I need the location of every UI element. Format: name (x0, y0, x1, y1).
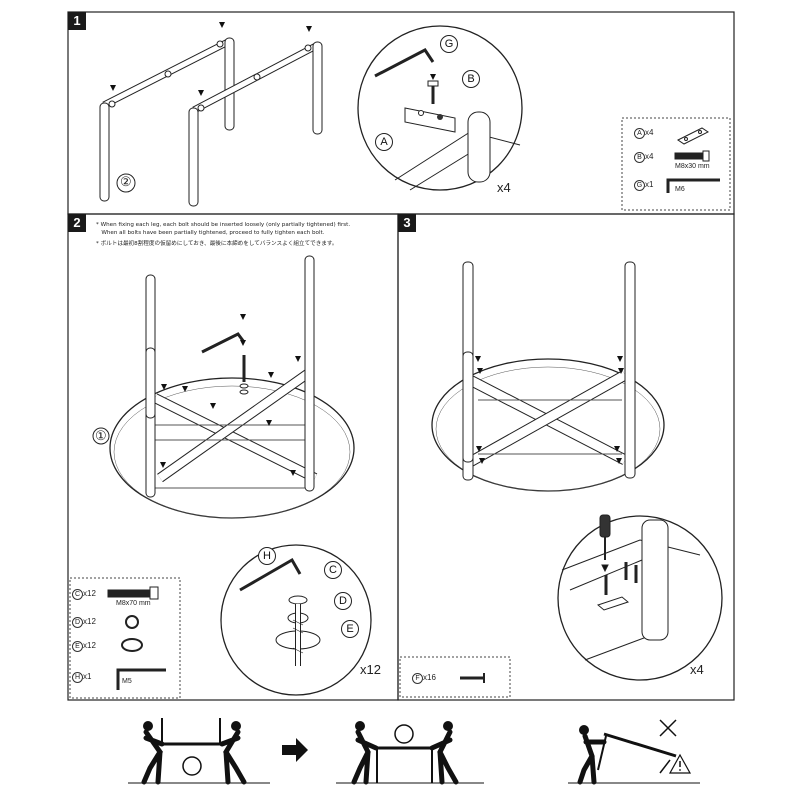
right-arrow-icon (282, 738, 308, 762)
step2-zoom-quantity: x12 (360, 662, 381, 677)
parts2-qty-e: x12 (83, 641, 96, 650)
parts1-qty-g: x1 (645, 180, 654, 189)
step1-zoom-quantity: x4 (497, 180, 511, 195)
parts3-qty-f: x16 (423, 673, 436, 682)
parts1-qty-b: x4 (645, 152, 654, 161)
step3-zoom-quantity: x4 (690, 662, 704, 677)
parts1-letter-g: G (634, 180, 645, 191)
parts2-spec-h: M5 (122, 678, 132, 685)
single-person-tilt-figure (568, 725, 700, 785)
step2-note-ja: * ボルトは最初8割程度の仮留めにしておき、最後に本締めをしてバランスよく組立て… (96, 241, 338, 247)
parts2-qty-c: x12 (83, 589, 96, 598)
step1-arrow-markers (110, 22, 312, 96)
step3-parts-box (399, 656, 511, 698)
step3-zoom-circle (557, 514, 723, 681)
parts2-letter-e: E (72, 641, 83, 652)
parts3-letter-f: F (412, 673, 423, 684)
step2-top-part-label: ① (95, 428, 107, 443)
parts2-letter-h: H (72, 672, 83, 683)
warning-triangle-icon (668, 753, 692, 774)
cross-mark-icon (659, 719, 677, 737)
step3-table-underside (431, 261, 665, 492)
step2-parts-box (69, 577, 181, 699)
step2-note-en-1: * When fixing each leg, each bolt should… (96, 222, 351, 228)
step-2-badge: 2 (68, 214, 86, 232)
step2-zoom-letter-h: H (258, 547, 276, 565)
parts2-letter-c: C (72, 589, 83, 600)
step1-zoom-letter-a: A (375, 133, 393, 151)
screw-drawing (460, 673, 485, 683)
step2-zoom-circle (220, 544, 372, 696)
step2-arrow-markers (160, 314, 301, 476)
parts1-qty-a: x4 (645, 128, 654, 137)
two-person-place-figure (336, 721, 484, 785)
step1-parts-drawings (666, 127, 720, 193)
step3-frame (397, 213, 735, 701)
step-3-badge: 3 (398, 214, 416, 232)
step-1-badge: 1 (68, 12, 86, 30)
step2-zoom-letter-d: D (334, 592, 352, 610)
parts2-spec-c: M8x70 mm (116, 600, 151, 607)
step2-zoom-letter-c: C (324, 561, 342, 579)
parts1-spec-b: M8x30 mm (675, 163, 710, 170)
step2-table-underside (109, 255, 355, 519)
step1-frame-pair (99, 37, 323, 207)
step1-leg-callout (116, 173, 136, 193)
step1-zoom-letter-g: G (440, 35, 458, 53)
step2-parts-drawings (107, 586, 166, 690)
step2-top-callout (92, 427, 110, 445)
step1-leg-part-label: ② (120, 174, 132, 189)
step3-arrow-markers (475, 356, 624, 464)
parts2-qty-h: x1 (83, 672, 92, 681)
parts2-qty-d: x12 (83, 617, 96, 626)
parts2-letter-d: D (72, 617, 83, 628)
step1-zoom-circle (357, 25, 523, 191)
step1-zoom-letter-b: B (462, 70, 480, 88)
parts1-spec-g: M6 (675, 186, 685, 193)
step2-zoom-letter-e: E (341, 620, 359, 638)
parts1-letter-a: A (634, 128, 645, 139)
two-person-carry-figure (128, 718, 270, 785)
step2-hardware (201, 332, 249, 395)
step2-note-en-2: When all bolts have been partially tight… (96, 230, 325, 236)
step1-parts-box (621, 117, 731, 211)
parts1-letter-b: B (634, 152, 645, 163)
